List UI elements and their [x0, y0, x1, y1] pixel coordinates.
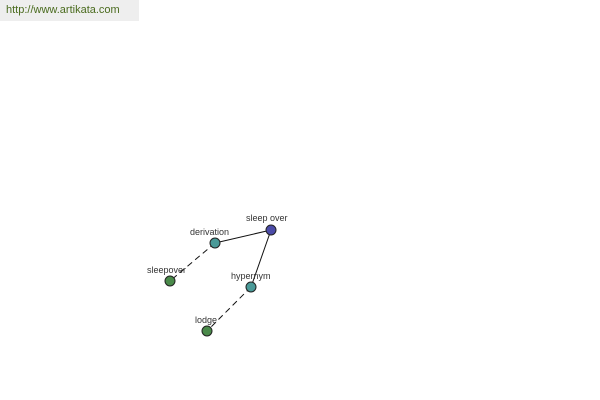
- edge-sleep-over-hypernym: [250, 229, 272, 288]
- node-marker[interactable]: [164, 275, 176, 287]
- edges-layer: [169, 229, 272, 332]
- node-sleep-over[interactable]: sleep over: [246, 213, 288, 236]
- node-hypernym[interactable]: hypernym: [231, 271, 271, 293]
- edge-derivation-sleepover: [169, 242, 216, 282]
- nodes-layer: sleep over derivation hypernym sleepover lod…: [147, 213, 288, 337]
- node-lodge[interactable]: lodge: [195, 315, 217, 337]
- node-derivation[interactable]: derivation: [190, 227, 229, 249]
- edge-sleep-over-derivation: [214, 229, 272, 244]
- node-label: derivation: [190, 227, 229, 237]
- node-marker[interactable]: [201, 325, 213, 337]
- node-label: lodge: [195, 315, 217, 325]
- node-label: sleep over: [246, 213, 288, 223]
- node-marker[interactable]: [245, 281, 257, 293]
- node-sleepover[interactable]: sleepover: [147, 265, 186, 287]
- edge-hypernym-lodge: [206, 286, 252, 332]
- node-marker[interactable]: [265, 224, 277, 236]
- node-label: hypernym: [231, 271, 271, 281]
- node-label: sleepover: [147, 265, 186, 275]
- source-url-link[interactable]: http://www.artikata.com: [0, 0, 139, 21]
- node-marker[interactable]: [209, 237, 221, 249]
